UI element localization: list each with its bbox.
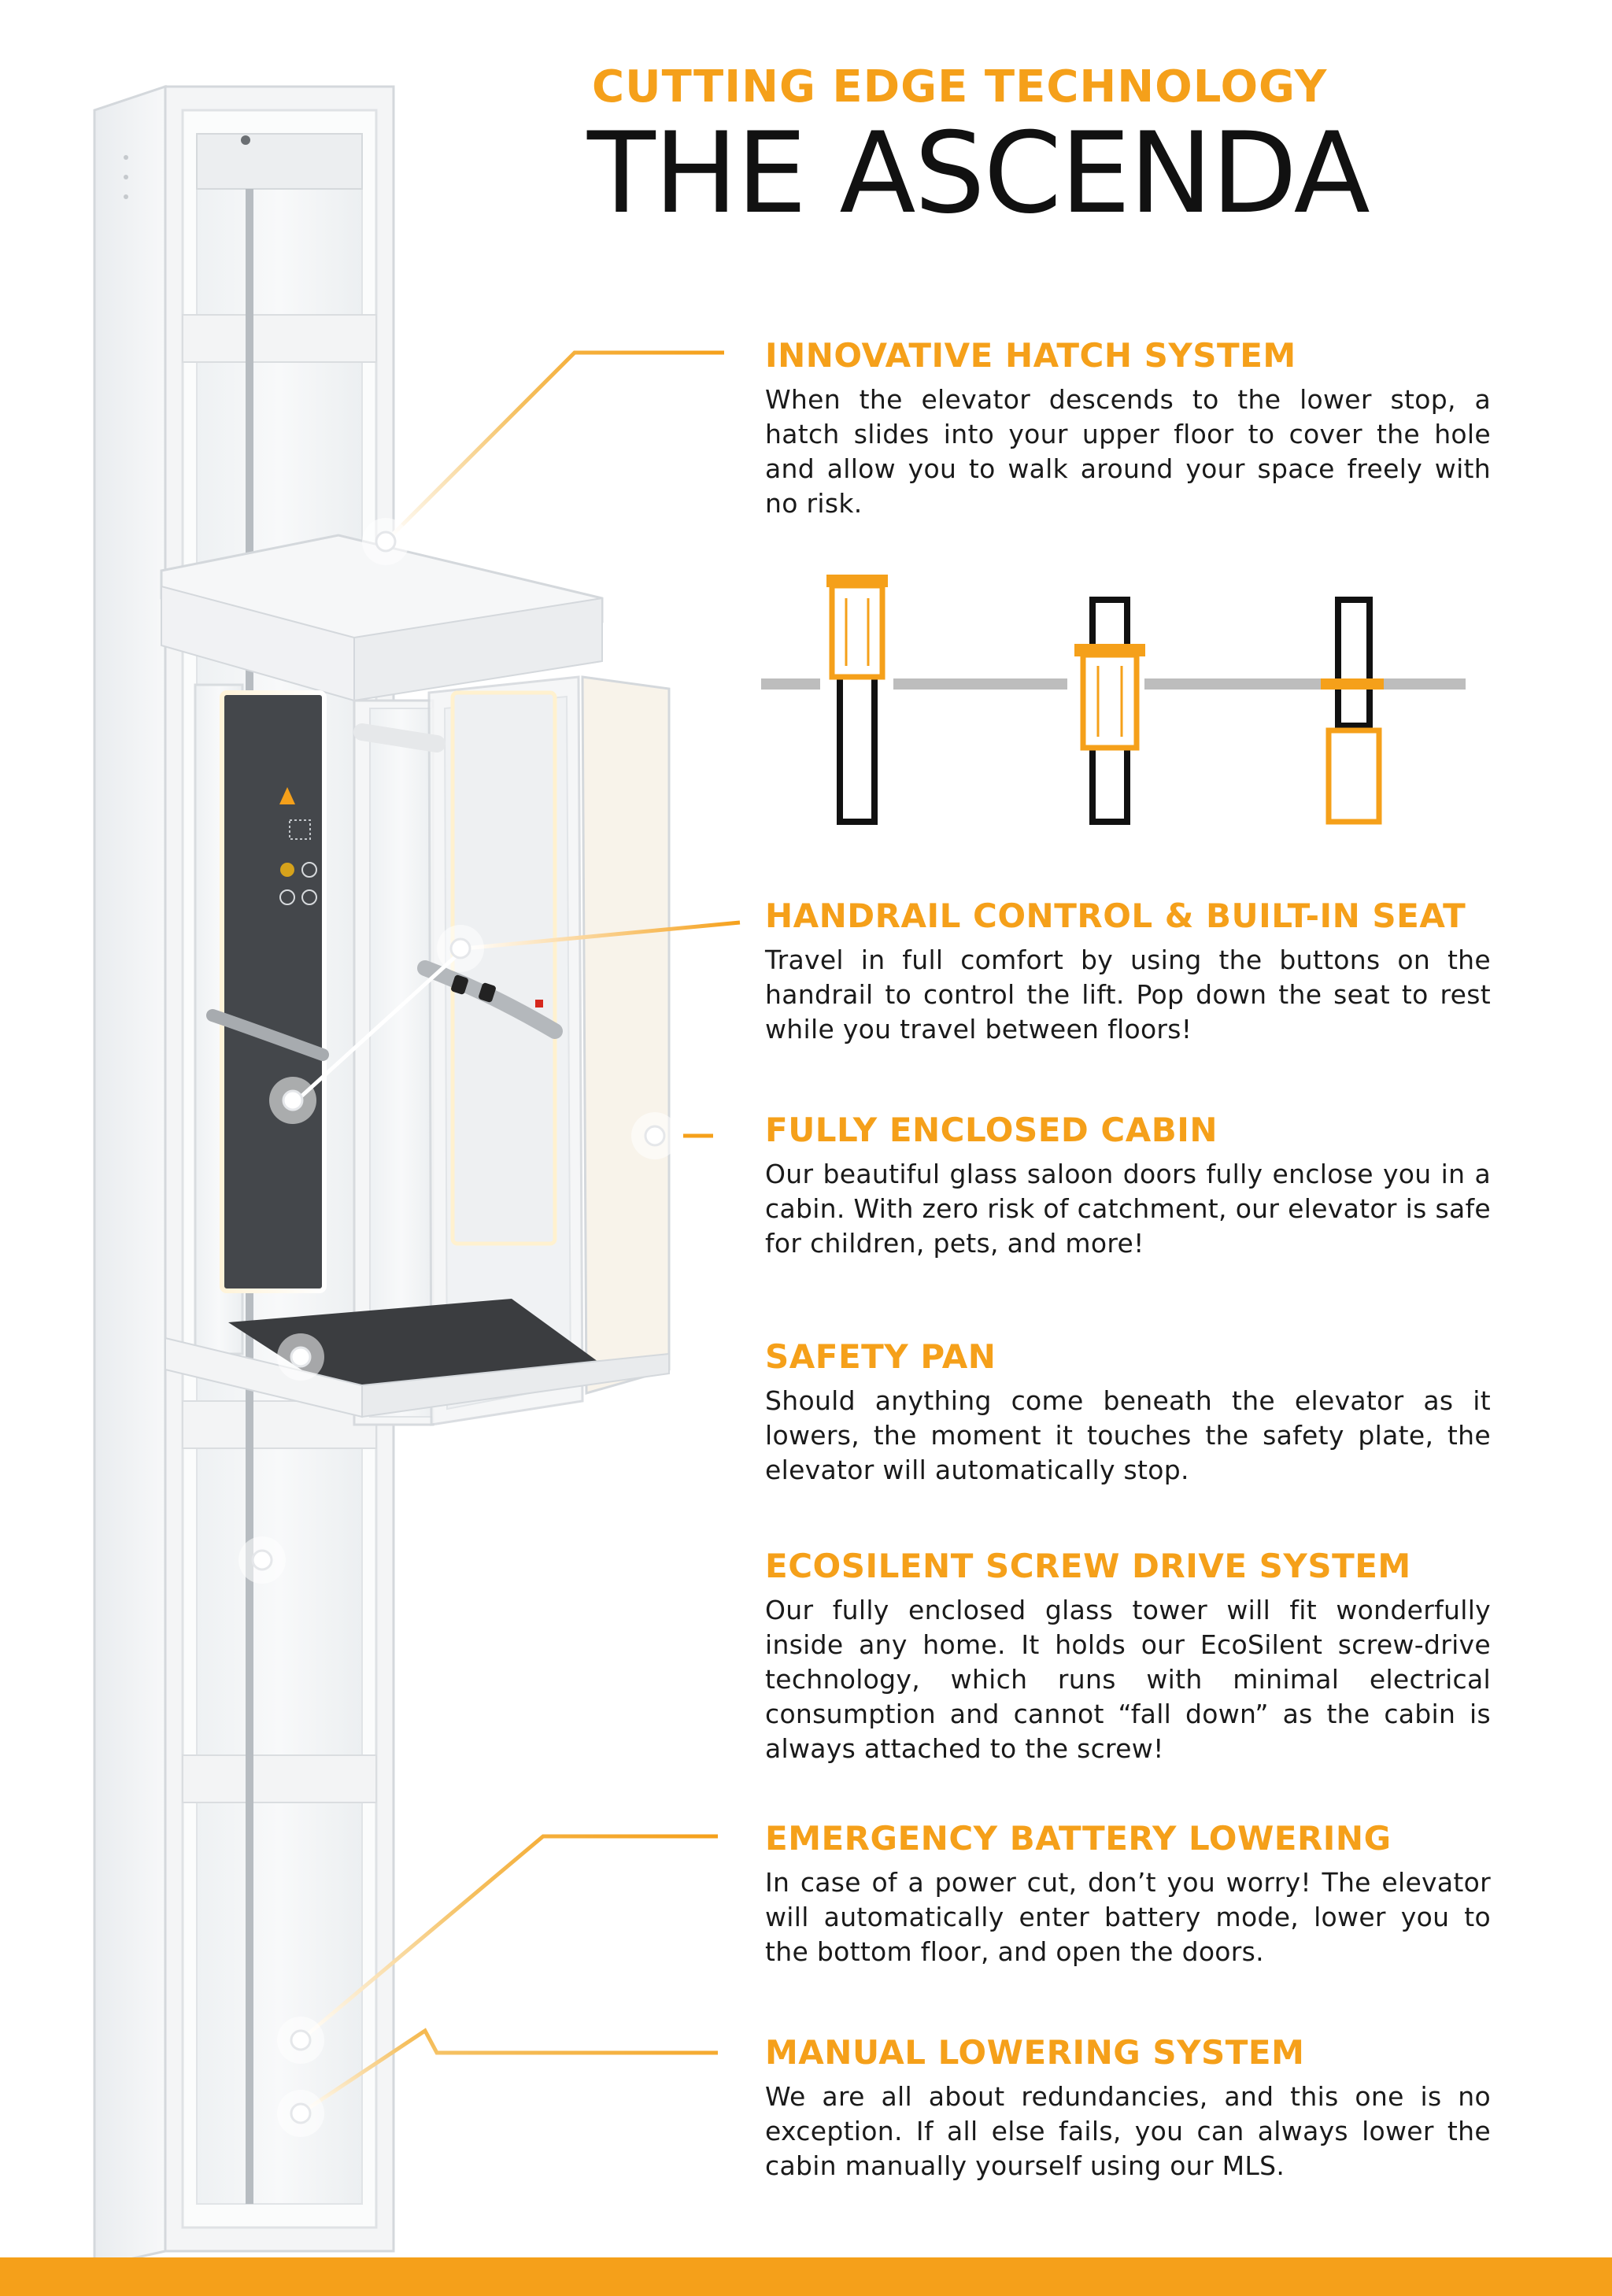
callout-markers	[238, 518, 678, 2137]
elevator-cabin	[160, 534, 671, 1426]
feature-text: We are all about redundancies, and this …	[765, 2081, 1491, 2182]
feature-title: FULLY ENCLOSED CABIN	[765, 1111, 1218, 1149]
feature-text: Travel in full comfort by using the butt…	[765, 945, 1491, 1045]
feature-manual-lowering: MANUAL LOWERING SYSTEM We are all about …	[765, 2033, 1491, 2183]
hatch-diagram	[761, 575, 1466, 825]
feature-title: MANUAL LOWERING SYSTEM	[765, 2033, 1305, 2072]
feature-text: In case of a power cut, don’t you worry!…	[765, 1867, 1491, 1968]
hatch-stage-3-icon	[1321, 597, 1384, 825]
footer-accent-bar	[0, 2257, 1612, 2296]
feature-title: EMERGENCY BATTERY LOWERING	[765, 1819, 1392, 1858]
page-title: THE ASCENDA	[587, 109, 1370, 238]
feature-text: When the elevator descends to the lower …	[765, 384, 1491, 519]
hatch-stage-2-icon	[1074, 597, 1145, 825]
feature-title: SAFETY PAN	[765, 1337, 996, 1376]
feature-text: Should anything come beneath the elevato…	[765, 1385, 1491, 1486]
feature-text: Our beautiful glass saloon doors fully e…	[765, 1159, 1491, 1259]
feature-title: ECOSILENT SCREW DRIVE SYSTEM	[765, 1547, 1411, 1585]
eyebrow-heading: CUTTING EDGE TECHNOLOGY	[592, 61, 1328, 113]
feature-title: INNOVATIVE HATCH SYSTEM	[765, 336, 1296, 375]
feature-enclosed-cabin: FULLY ENCLOSED CABIN Our beautiful glass…	[765, 1111, 1491, 1261]
feature-title: HANDRAIL CONTROL & BUILT-IN SEAT	[765, 897, 1466, 935]
callout-lines	[262, 350, 741, 2116]
feature-handrail-control: HANDRAIL CONTROL & BUILT-IN SEAT Travel …	[765, 897, 1491, 1047]
feature-battery-lowering: EMERGENCY BATTERY LOWERING In case of a …	[765, 1819, 1491, 1969]
feature-hatch-system: INNOVATIVE HATCH SYSTEM When the elevato…	[765, 336, 1491, 521]
hatch-stage-1-icon	[826, 575, 888, 825]
feature-safety-pan: SAFETY PAN Should anything come beneath …	[765, 1337, 1491, 1488]
feature-text: Our fully enclosed glass tower will fit …	[765, 1595, 1491, 1765]
feature-screw-drive: ECOSILENT SCREW DRIVE SYSTEM Our fully e…	[765, 1547, 1491, 1766]
